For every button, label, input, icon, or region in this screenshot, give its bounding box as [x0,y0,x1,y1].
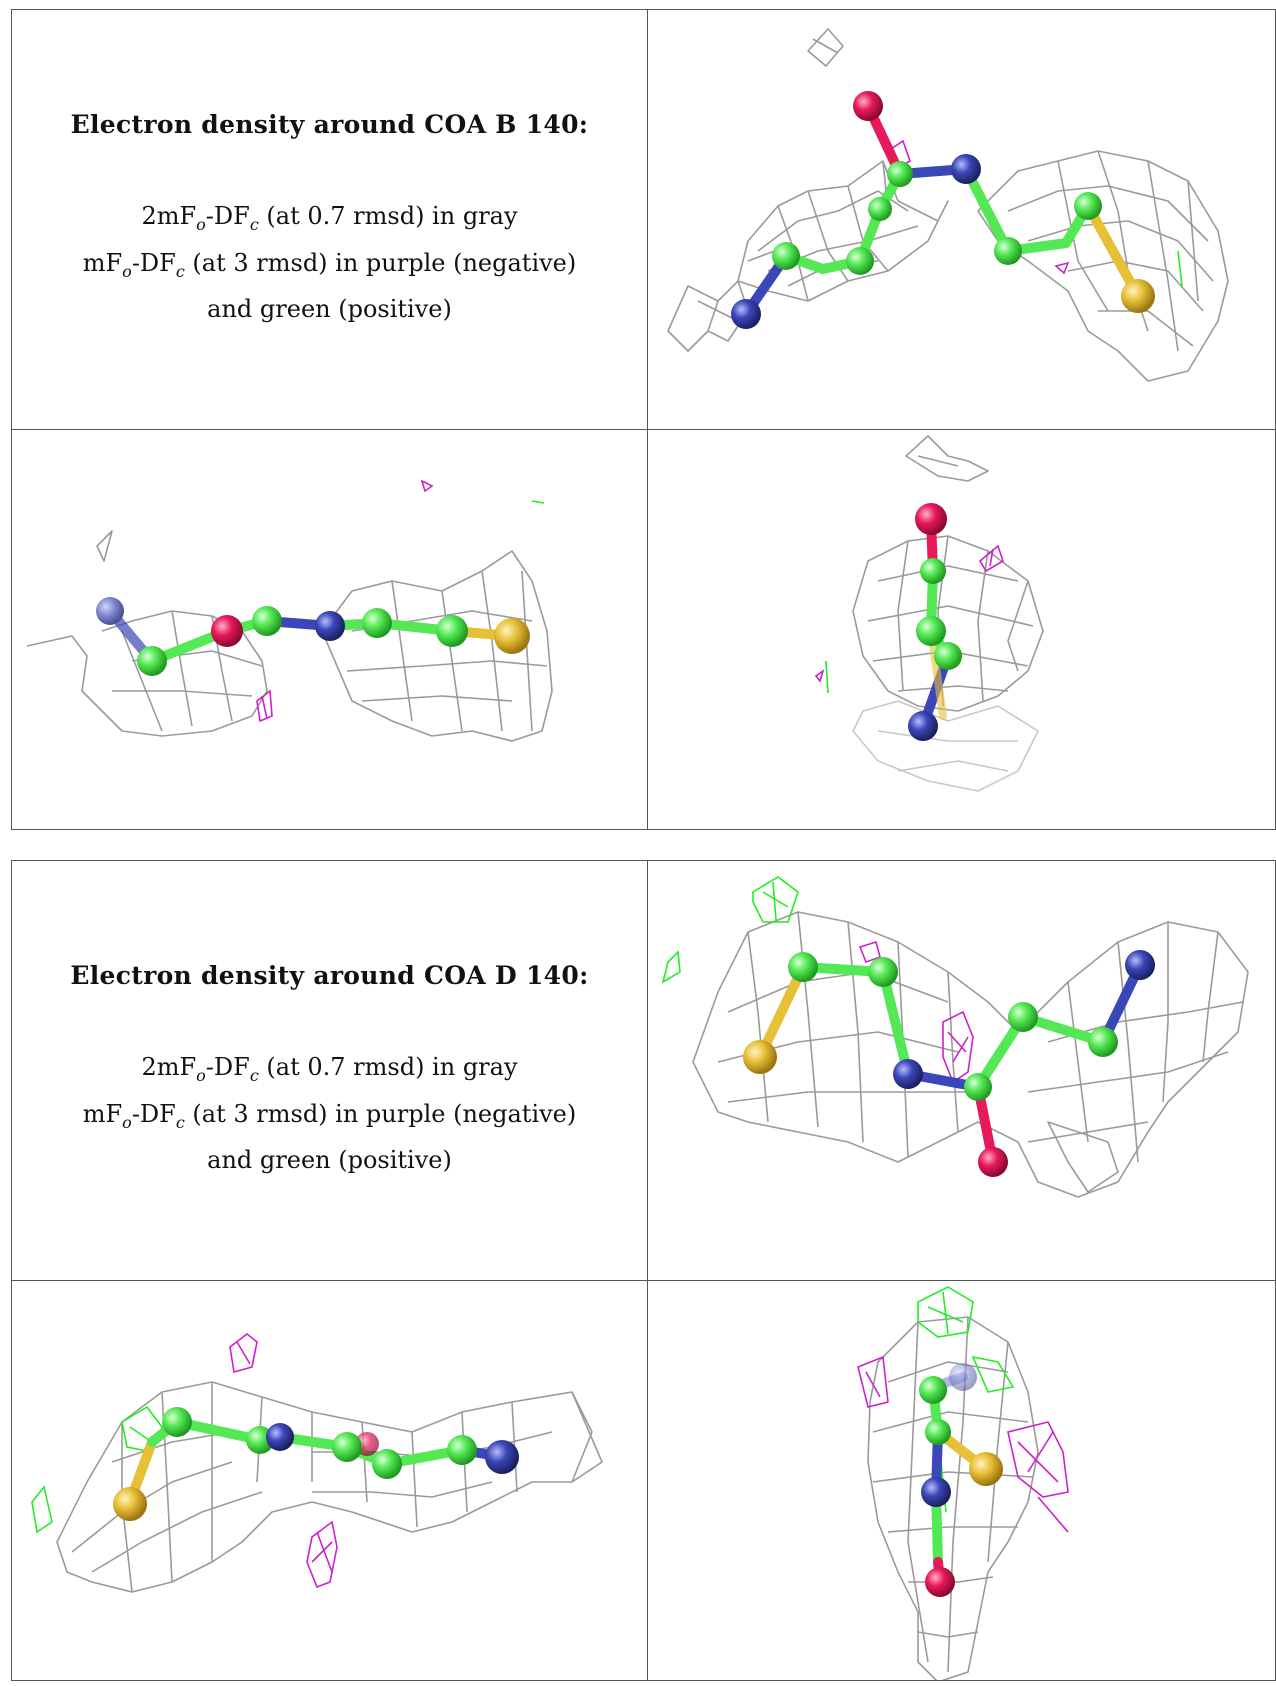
gray-mesh [26,529,553,742]
caption-line-2fofc: 2mFo-DFc (at 0.7 rmsd) in gray [141,1052,518,1085]
negative-mesh [857,1355,1069,1533]
molecule-render [31,1332,603,1593]
negative-mesh [814,544,1004,683]
caption-line-fofc: mFo-DFc (at 3 rmsd) in purple (negative) [82,248,577,281]
atoms [743,949,1155,1177]
caption-title: Electron density around COA B 140: [70,109,589,139]
density-view-3 [647,429,1276,830]
density-view-3 [647,1280,1276,1681]
molecule-render [857,1285,1069,1680]
atoms [96,596,530,676]
density-figure-coa-b: Electron density around COA B 140: 2mFo-… [11,9,1276,830]
caption-cell: Electron density around COA B 140: 2mFo-… [11,9,648,430]
density-view-1 [647,860,1276,1281]
density-view-2 [11,429,648,830]
atoms [731,90,1155,329]
molecule-render [661,875,1249,1198]
caption-cell: Electron density around COA D 140: 2mFo-… [11,860,648,1281]
positive-mesh [1177,250,1183,286]
negative-mesh [256,478,434,722]
positive-mesh [825,660,829,693]
density-figure-coa-d: Electron density around COA D 140: 2mFo-… [11,860,1276,1681]
caption-line-2fofc: 2mFo-DFc (at 0.7 rmsd) in gray [141,201,518,234]
density-view-2 [11,1280,648,1681]
gray-mesh [667,27,1229,382]
atoms [908,502,962,741]
caption-line-positive: and green (positive) [207,1146,452,1175]
atoms [919,1362,1003,1597]
molecule-render [26,478,553,742]
positive-mesh [661,875,799,984]
atoms [113,1406,519,1521]
positive-mesh [531,499,545,504]
caption-line-positive: and green (positive) [207,295,452,324]
gray-mesh [852,434,1044,792]
negative-mesh [229,1332,338,1588]
molecule-render [667,27,1229,382]
caption-line-fofc: mFo-DFc (at 3 rmsd) in purple (negative) [82,1099,577,1132]
negative-mesh [858,940,974,1083]
density-view-1 [647,9,1276,430]
caption-title: Electron density around COA D 140: [70,960,589,990]
molecule-render [814,434,1044,792]
gray-mesh [867,1315,1039,1680]
